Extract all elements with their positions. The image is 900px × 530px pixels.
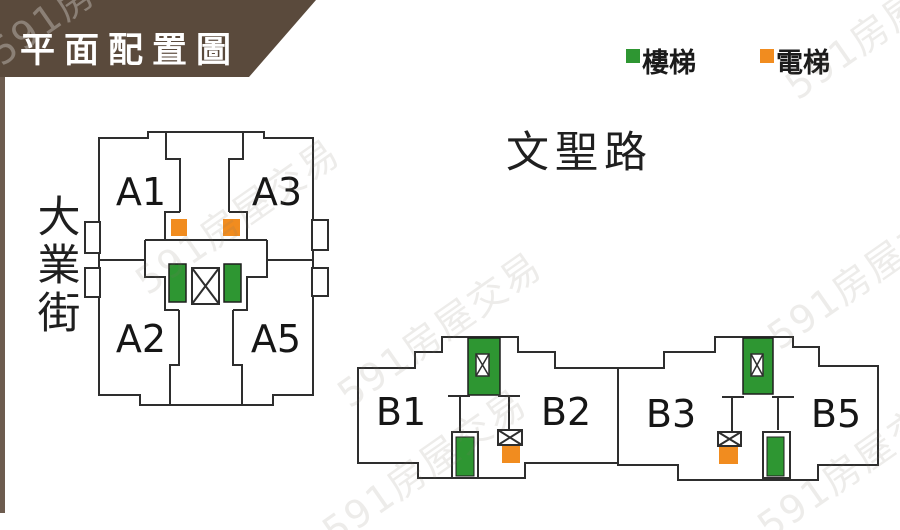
road-label-wensheng: 文聖路 [506,128,653,178]
unit-label-b5: B5 [811,392,861,436]
shaft-x-icon [750,353,764,377]
stair-block [223,263,242,303]
shaft-x-icon [191,267,220,305]
building-b-left-wing-outline [357,336,619,479]
legend-stair-label: 樓梯 [642,48,696,79]
right-wing-corridor-walls [722,396,794,432]
stair-block [168,263,187,303]
unit-label-b2: B2 [541,390,591,434]
balcony-tab [311,267,329,297]
balcony-tab [84,221,101,254]
left-wing-corridor-walls [448,395,520,432]
stair-block [455,436,475,477]
unit-label-a3: A3 [252,170,302,214]
elevator-x-icon [497,429,523,446]
unit-label-a1: A1 [116,170,166,214]
elevator-block [171,219,187,236]
stair-block [766,436,785,477]
unit-label-a2: A2 [116,317,166,361]
elevator-block [502,446,520,463]
elevator-x-icon [717,431,742,447]
building-a: A1 A3 A2 A5 [84,131,329,406]
legend-stair-swatch-icon [626,49,640,63]
building-a-interior-walls [99,132,313,405]
elevator-block [223,219,240,236]
page-title: 平面配置圖 [20,31,241,71]
road-label-daye: 大業街 [30,194,80,338]
legend-elevator-label: 電梯 [776,48,830,79]
legend-elevator-swatch-icon [760,49,774,63]
unit-label-a5: A5 [251,317,301,361]
balcony-tab [311,219,329,251]
shaft-x-icon [475,353,490,377]
unit-label-b3: B3 [646,392,696,436]
building-b: B1 B2 B3 B5 [357,336,879,481]
title-banner [0,0,316,77]
building-b-right-wing-outline [617,336,879,481]
left-edge-bar [0,77,5,513]
elevator-block [719,447,738,464]
balcony-tab [84,267,101,298]
unit-label-b1: B1 [376,390,426,434]
